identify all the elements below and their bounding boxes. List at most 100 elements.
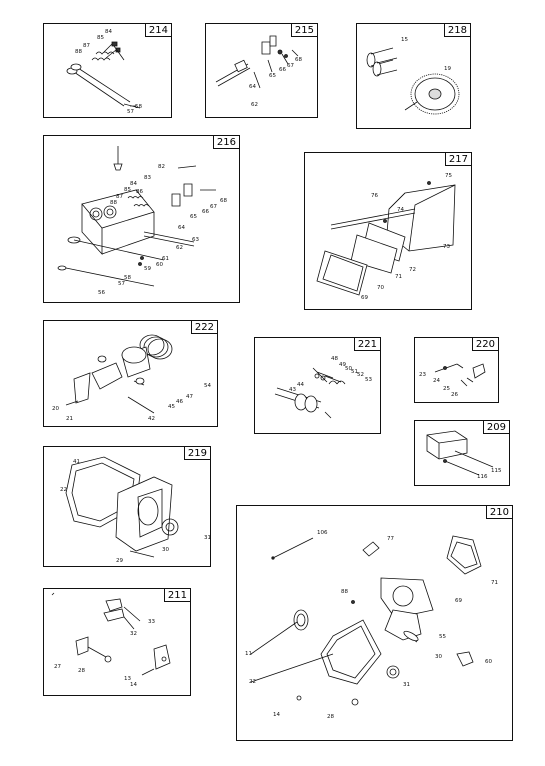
panel-number: 211: [163, 588, 191, 602]
part-number: 85: [124, 187, 131, 193]
part-number: 22: [60, 487, 67, 493]
part-number: 86: [136, 189, 143, 195]
panel-number: 221: [353, 337, 381, 351]
valve-assembly-drawing: [44, 24, 173, 119]
part-number: 63: [192, 237, 199, 243]
part-number: 19: [444, 66, 451, 72]
panel-number: 214: [144, 23, 172, 37]
panel-number: 219: [183, 446, 211, 460]
part-number: 55: [439, 634, 446, 640]
governor-arm-drawing: [415, 338, 500, 404]
piston-drawing: [44, 321, 219, 428]
panel-number: 209: [482, 420, 510, 434]
part-number: 66: [202, 209, 209, 215]
part-number: 60: [485, 659, 492, 665]
part-number: 82: [158, 164, 165, 170]
panel-221: 221 48 49 50 51 52 53 44 43: [254, 337, 381, 434]
part-number: 32: [130, 631, 137, 637]
part-number: 57: [118, 281, 125, 287]
part-number: 61: [162, 256, 169, 262]
panel-number: 216: [212, 135, 240, 149]
part-number: 69: [455, 598, 462, 604]
part-number: 33: [148, 619, 155, 625]
panel-219: 219 41 22 31 30 29: [43, 446, 211, 567]
part-number: 115: [491, 468, 502, 474]
part-number: 83: [144, 175, 151, 181]
part-number: 49: [339, 362, 346, 368]
panel-209: 209 115 116: [414, 420, 510, 486]
crankshaft-drawing: [255, 338, 382, 435]
gasket-set-drawing: [237, 506, 514, 742]
panel-number: 215: [290, 23, 318, 37]
panel-210: 210 106 77 71 88 69 55 11 30 60 22 31 14…: [236, 505, 513, 741]
part-number: 87: [83, 43, 90, 49]
part-number: 71: [395, 274, 402, 280]
part-number: 41: [73, 459, 80, 465]
part-number: 54: [204, 383, 211, 389]
part-number: 53: [365, 377, 372, 383]
part-number: 59: [144, 266, 151, 272]
part-number: 15: [401, 37, 408, 43]
part-number: 73: [443, 244, 450, 250]
part-number: 52: [357, 372, 364, 378]
part-number: 64: [178, 225, 185, 231]
part-number: 11: [245, 651, 252, 657]
part-number: 22: [249, 679, 256, 685]
part-number: 88: [110, 200, 117, 206]
panel-number: 218: [443, 23, 471, 37]
part-number: 28: [78, 668, 85, 674]
part-number: 75: [445, 173, 452, 179]
part-number: 51: [351, 369, 358, 375]
panel-216: 216 82 83 84 85 86 87 88 68 67 66 65 64 …: [43, 135, 240, 303]
part-number: 14: [130, 682, 137, 688]
part-number: 48: [331, 356, 338, 362]
part-number: 88: [341, 589, 348, 595]
panel-215: 215 68 66 67 65 64 62: [205, 23, 318, 118]
part-number: 57: [127, 109, 134, 115]
part-number: 72: [409, 267, 416, 273]
part-number: 84: [130, 181, 137, 187]
part-number: 25: [443, 386, 450, 392]
part-number: 13: [124, 676, 131, 682]
part-number: 85: [97, 35, 104, 41]
panel-211: 211 33 32 27 28 13 14: [43, 588, 191, 696]
part-number: 68: [295, 57, 302, 63]
crankcase-cover-drawing: [44, 447, 212, 568]
part-number: 60: [156, 262, 163, 268]
oil-alert-drawing: [415, 421, 511, 487]
part-number: 26: [451, 392, 458, 398]
part-number: 65: [269, 73, 276, 79]
part-number: 47: [186, 394, 193, 400]
part-number: 30: [435, 654, 442, 660]
part-number: 87: [116, 194, 123, 200]
part-number: 31: [403, 682, 410, 688]
part-number: 44: [297, 382, 304, 388]
part-number: 58: [135, 104, 142, 110]
panel-218: 218 15 19: [356, 23, 471, 129]
panel-222: 222 54 47 46 45 42 20 21: [43, 320, 218, 427]
rocker-arm-drawing: [206, 24, 319, 119]
panel-number: 220: [471, 337, 499, 351]
panel-214: 214 84 85 87 88 58 57: [43, 23, 172, 118]
part-number: 76: [371, 193, 378, 199]
part-number: 64: [249, 84, 256, 90]
part-number: 77: [387, 536, 394, 542]
part-number: 45: [168, 404, 175, 410]
part-number: 43: [289, 387, 296, 393]
valve-cover-drawing: [305, 153, 473, 311]
part-number: 116: [477, 474, 488, 480]
part-number: 71: [491, 580, 498, 586]
panel-number: 217: [444, 152, 472, 166]
part-number: 24: [433, 378, 440, 384]
part-number: 84: [105, 29, 112, 35]
part-number: 67: [210, 204, 217, 210]
part-number: 21: [66, 416, 73, 422]
part-number: 14: [273, 712, 280, 718]
panel-number: 222: [190, 320, 218, 334]
camshaft-gear-drawing: [357, 24, 472, 130]
part-number: 68: [220, 198, 227, 204]
part-number: 28: [327, 714, 334, 720]
part-number: 74: [397, 207, 404, 213]
panel-217: 217 75 76 74 73 72 71 70 69: [304, 152, 472, 310]
part-number: 88: [75, 49, 82, 55]
